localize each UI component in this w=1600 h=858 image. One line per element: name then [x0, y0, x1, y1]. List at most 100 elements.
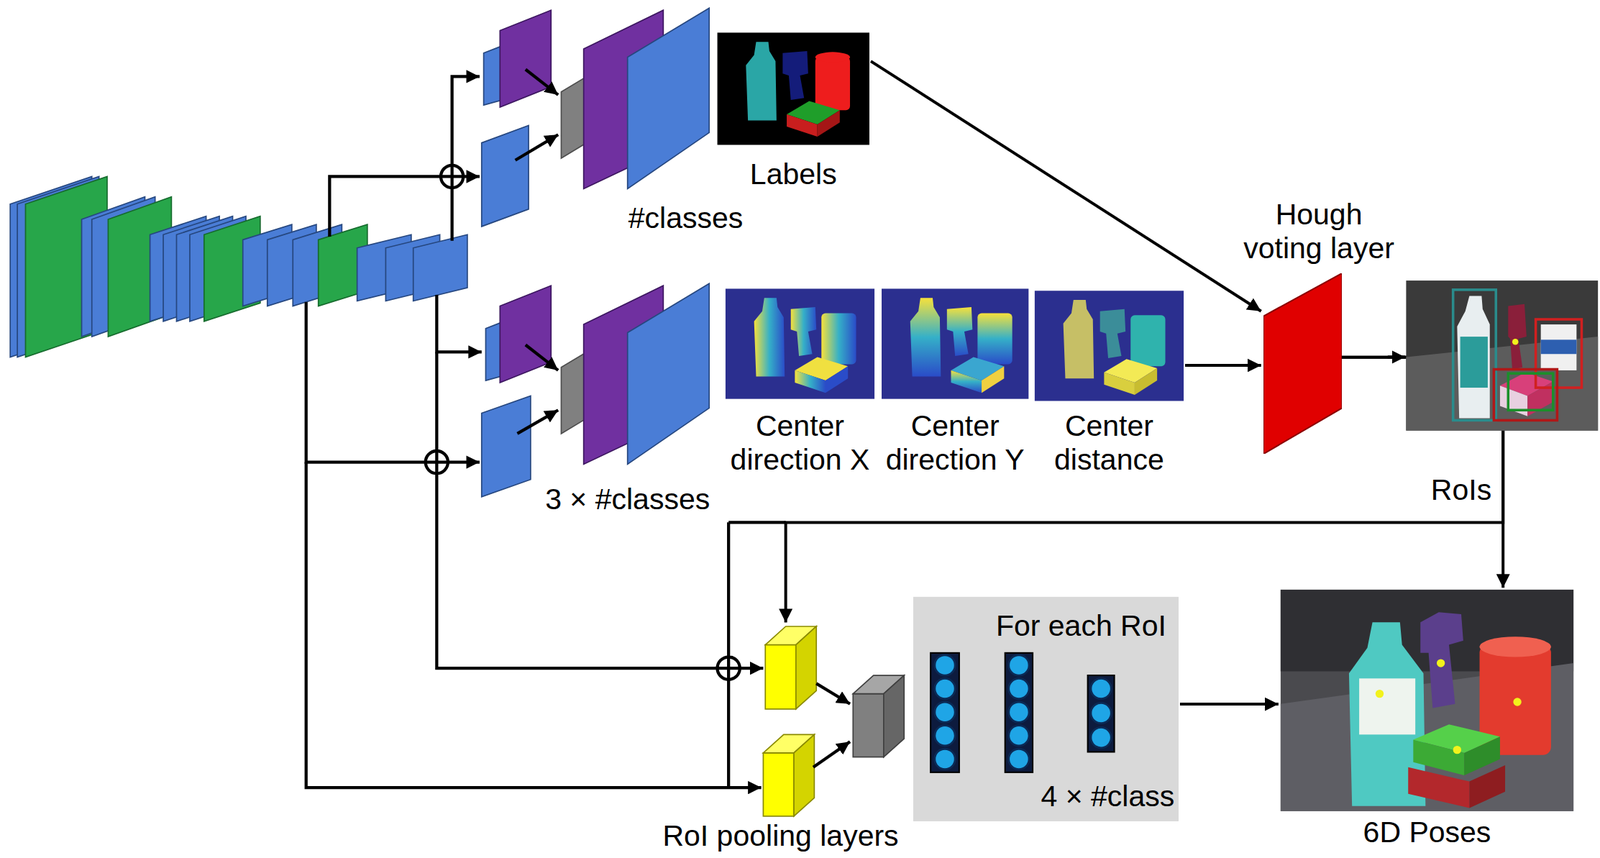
conv-layer — [481, 125, 529, 226]
drill-map — [791, 307, 817, 356]
neuron — [1008, 655, 1030, 676]
center-direction-x-map: Center direction X — [725, 289, 875, 400]
wire — [306, 302, 426, 463]
conv-layer — [481, 395, 531, 497]
block-label: #classes — [628, 201, 744, 236]
can-top — [1479, 636, 1552, 657]
roi-box — [1453, 289, 1497, 421]
wire — [813, 741, 850, 767]
bottle-label — [1460, 336, 1488, 388]
box-map — [794, 370, 826, 393]
box-map — [981, 366, 1004, 393]
wire — [1387, 355, 1406, 359]
wire — [448, 460, 480, 464]
neuron — [934, 655, 955, 676]
roi-pool-block — [762, 752, 794, 817]
center-dot — [1375, 689, 1384, 698]
bottle-label — [1359, 678, 1416, 735]
center-branch — [481, 283, 710, 497]
image-ground — [1280, 589, 1574, 812]
text-holder: 4 × #class — [1041, 779, 1176, 814]
conv-output-block: 3 × #classes — [576, 283, 710, 464]
connector-arrow — [1180, 702, 1279, 706]
fc-layer — [1088, 675, 1115, 752]
wire — [452, 76, 480, 241]
can-map — [821, 312, 856, 364]
image-ground — [725, 288, 875, 399]
edge-label: RoIs — [1431, 473, 1492, 507]
roi-detection-image — [1405, 280, 1598, 431]
drill — [1420, 611, 1464, 708]
bottle-map — [910, 297, 942, 377]
deconv-layer — [499, 285, 551, 383]
hough-layer-slab — [1263, 273, 1342, 454]
can-map — [1130, 314, 1165, 367]
fc-layer — [930, 652, 960, 773]
neuron — [1008, 678, 1030, 699]
wire — [435, 351, 438, 451]
wire — [525, 69, 559, 95]
center-dot — [1453, 745, 1462, 754]
roi-box — [1493, 369, 1557, 421]
box — [1413, 739, 1465, 776]
concat-block — [852, 693, 884, 758]
label-branch — [481, 7, 710, 227]
hough-voting-layer: Hough voting layer — [1263, 273, 1342, 454]
wire — [515, 134, 559, 160]
can-map — [977, 312, 1012, 364]
box-map — [951, 370, 983, 393]
wire — [436, 473, 717, 669]
center-dot — [1512, 338, 1519, 346]
wire — [739, 666, 764, 670]
feature-wires — [306, 76, 1406, 788]
label-map-image — [717, 32, 870, 145]
bottle-map — [754, 297, 786, 377]
pose-result-image: 6D Poses — [1280, 589, 1574, 812]
neuron — [934, 725, 955, 746]
image-caption: Center distance — [1034, 409, 1184, 477]
can-mask — [815, 51, 850, 62]
center-direction-y-map: Center direction Y — [881, 289, 1029, 400]
drill-mask — [782, 51, 808, 100]
wire — [463, 174, 480, 178]
center-distance-image — [1034, 290, 1184, 401]
box-map — [825, 366, 848, 393]
box-mask — [786, 114, 818, 137]
neuron — [934, 701, 955, 722]
wire — [525, 344, 559, 370]
can — [1541, 324, 1577, 371]
image-caption: Labels — [750, 157, 838, 192]
wire — [329, 176, 441, 237]
wire — [436, 294, 482, 352]
concat-layer — [560, 76, 587, 158]
text-holder: 3 × #classes — [545, 482, 710, 517]
text-holder: Center direction Y — [880, 409, 1030, 477]
conv-output-block: #classes — [576, 7, 710, 189]
neuron — [934, 748, 955, 769]
text-holder: For each RoI — [995, 609, 1167, 643]
roi-box — [1536, 319, 1583, 388]
box — [1500, 385, 1528, 417]
drill-map — [1100, 309, 1126, 359]
box — [1464, 736, 1501, 776]
connector-arrow — [870, 61, 1262, 312]
sum-junction — [717, 657, 740, 680]
neuron — [1090, 702, 1112, 723]
bottle — [1456, 295, 1490, 418]
conv-layer — [413, 234, 468, 301]
fc-layer — [1005, 652, 1033, 773]
panel-label: For each RoI — [995, 609, 1167, 643]
sum-junction — [425, 450, 448, 474]
conv-layer — [627, 7, 710, 189]
fc-panel-ground — [913, 596, 1179, 822]
edge-label-holder: RoIs — [1431, 473, 1492, 507]
image-ground — [1034, 290, 1184, 401]
center-dot — [1436, 658, 1445, 667]
neuron — [934, 678, 955, 699]
wire — [727, 522, 730, 788]
pose-result-image — [1280, 589, 1574, 812]
image-caption: Center direction Y — [880, 409, 1030, 477]
wire — [816, 683, 850, 704]
neuron — [1090, 678, 1112, 699]
drill — [1507, 304, 1527, 370]
